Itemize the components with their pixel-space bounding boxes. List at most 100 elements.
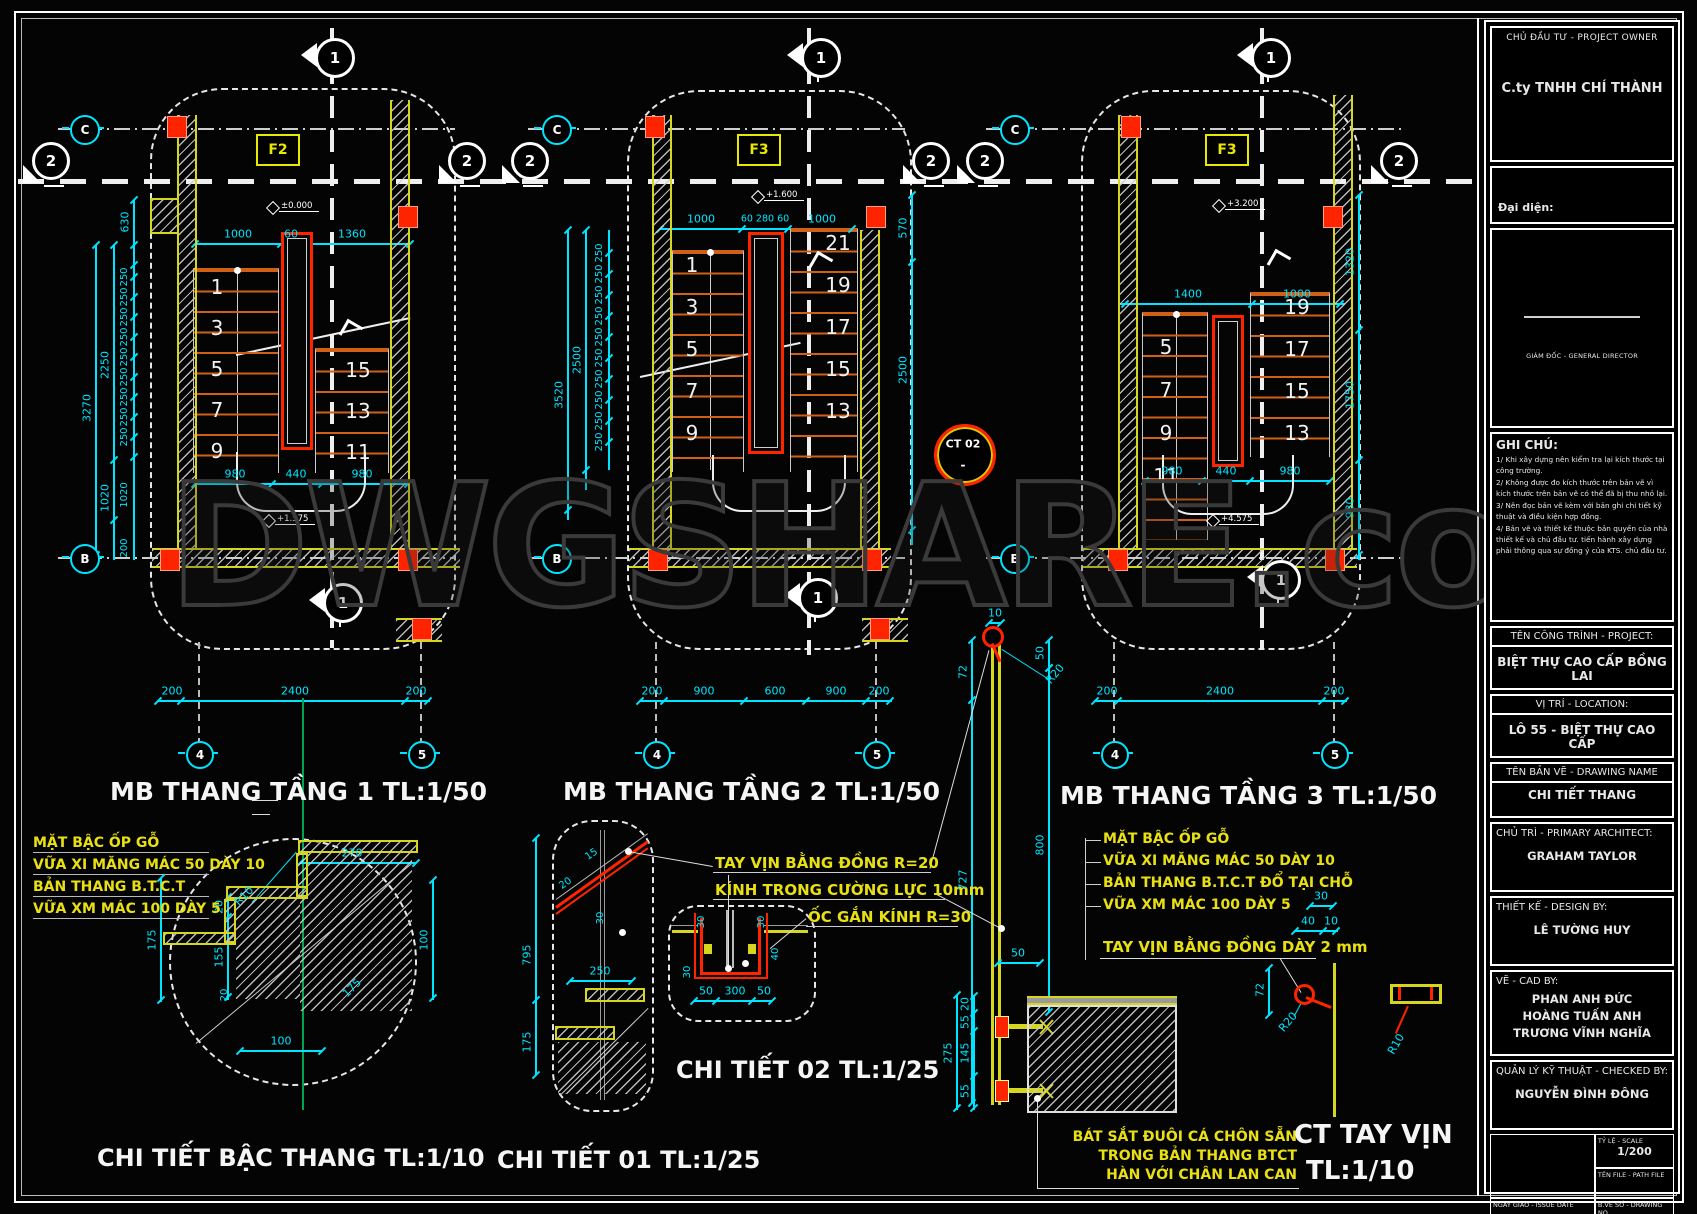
dim-tick bbox=[423, 696, 433, 706]
dim-label: 175 bbox=[520, 1031, 534, 1053]
leader-line bbox=[1085, 840, 1101, 842]
leader-line bbox=[1037, 1188, 1299, 1190]
detail-circle bbox=[169, 838, 417, 1086]
step-tread bbox=[226, 886, 308, 899]
section-marker-arrow bbox=[301, 43, 317, 67]
anchor-bolt bbox=[1007, 1024, 1043, 1029]
step-tread bbox=[585, 988, 645, 1002]
line bbox=[672, 925, 698, 927]
dim-line bbox=[1310, 905, 1334, 907]
dim-line bbox=[585, 230, 587, 490]
dim-line bbox=[113, 245, 115, 560]
column bbox=[398, 206, 418, 228]
plan-title: MB THANG TẦNG 2 TL:1/50 bbox=[563, 777, 941, 806]
cad-name: TRƯƠNG VĨNH NGHĨA bbox=[1513, 1026, 1651, 1040]
dim-line bbox=[195, 483, 410, 485]
elevation-label: ±0.000 bbox=[281, 201, 313, 211]
dim-line bbox=[95, 245, 97, 560]
dim-line bbox=[1145, 480, 1330, 482]
detail-title: TL:1/10 bbox=[1306, 1156, 1415, 1186]
dim-label: 3520 bbox=[552, 381, 566, 409]
dim-label: 1400 bbox=[1174, 287, 1202, 301]
column bbox=[398, 549, 418, 571]
dim-tick bbox=[411, 858, 421, 868]
dim-label: 2500 bbox=[896, 356, 910, 384]
section-marker-1: 1 bbox=[315, 38, 355, 78]
line bbox=[44, 185, 64, 187]
landing-outline bbox=[1162, 455, 1294, 515]
dim-label: 200 bbox=[405, 684, 427, 698]
dim-label: 795 bbox=[520, 944, 534, 966]
scale-cell: TỶ LỆ - SCALE 1/200 bbox=[1594, 1134, 1674, 1168]
dim-label: 250 bbox=[589, 964, 611, 978]
concrete-hatch bbox=[300, 853, 412, 1011]
dim-tick bbox=[1331, 926, 1341, 936]
column bbox=[862, 549, 882, 571]
callout-label: KÍNH TRONG CƯỜNG LỰC 10mm bbox=[715, 881, 985, 899]
leader-line bbox=[713, 899, 945, 901]
grid-bubble: C bbox=[542, 115, 572, 145]
dim-label: 2250 bbox=[98, 351, 112, 379]
dim-label: 20 bbox=[219, 988, 230, 1002]
line bbox=[400, 752, 407, 754]
note-line: VỮA XI MĂNG MÁC 50 DÀY 10 bbox=[1103, 853, 1335, 869]
dim-line bbox=[694, 1000, 772, 1002]
anchor-bolt bbox=[1007, 1088, 1043, 1093]
stair-well bbox=[1212, 315, 1244, 467]
wall bbox=[860, 230, 880, 548]
line bbox=[1225, 209, 1265, 210]
dim-label: 50 bbox=[699, 984, 713, 998]
leader-line bbox=[33, 918, 209, 919]
dim-label: 250 bbox=[594, 285, 605, 305]
director-label: GIÁM ĐỐC - GENERAL DIRECTOR bbox=[1526, 351, 1638, 360]
dim-label: 1020 bbox=[98, 484, 112, 512]
note-line: BẢN THANG B.T.C.T ĐỔ TẠI CHỖ bbox=[1103, 875, 1353, 891]
leader-line bbox=[33, 852, 209, 853]
glass-line bbox=[991, 645, 994, 1105]
column bbox=[1108, 549, 1128, 571]
note-line: VỮA XI MĂNG MÁC 50 DÀY 10 bbox=[33, 857, 265, 873]
dim-label: 440 bbox=[1215, 464, 1237, 478]
line bbox=[668, 752, 675, 754]
line bbox=[764, 930, 808, 933]
dim-tick bbox=[1340, 696, 1350, 706]
file-cell: TÊN FILE - PATH FILE bbox=[1594, 1168, 1674, 1198]
column bbox=[1325, 549, 1345, 571]
column bbox=[648, 549, 668, 571]
dim-line bbox=[535, 838, 537, 1075]
landing-outline bbox=[236, 452, 366, 512]
plan-title: MB THANG TẦNG 3 TL:1/50 bbox=[1060, 781, 1438, 810]
line bbox=[97, 556, 104, 558]
dim-line bbox=[567, 230, 569, 520]
section-marker-1: 1 bbox=[798, 578, 838, 618]
leader-line bbox=[1085, 906, 1101, 908]
dim-label: 100 bbox=[417, 929, 431, 951]
wall bbox=[1118, 115, 1138, 548]
dim-label: 200 bbox=[161, 684, 183, 698]
owner-box: CHỦ ĐẦU TƯ - PROJECT OWNER C.ty TNHH CHÍ… bbox=[1490, 26, 1674, 162]
line bbox=[1219, 524, 1259, 525]
owner-name: C.ty TNHH CHÍ THÀNH bbox=[1501, 81, 1663, 96]
dim-tick bbox=[156, 995, 166, 1005]
note-line: MẶT BẬC ỐP GỖ bbox=[33, 835, 160, 851]
dim-label: 50 bbox=[1033, 646, 1047, 660]
section-marker-1: 1 bbox=[1261, 560, 1301, 600]
dim-tick bbox=[1264, 1010, 1274, 1020]
step-tread bbox=[298, 840, 418, 853]
grid-bubble: C bbox=[70, 115, 100, 145]
leader-line bbox=[1085, 862, 1101, 864]
dim-label: 10 bbox=[1324, 914, 1338, 928]
dim-label: 980 bbox=[224, 467, 246, 481]
checker-name: NGUYỄN ĐÌNH ĐÔNG bbox=[1515, 1087, 1649, 1101]
unit-label: F2 bbox=[256, 134, 300, 166]
step-number: 5 bbox=[685, 337, 699, 361]
dim-line bbox=[971, 640, 973, 700]
leader-line bbox=[1085, 884, 1101, 886]
wall bbox=[629, 548, 891, 568]
step-number: 5 bbox=[210, 357, 224, 381]
dim-label: R10 bbox=[1384, 1031, 1408, 1057]
dim-label: 20 bbox=[958, 997, 972, 1011]
dim-label: 250 bbox=[119, 267, 130, 287]
line bbox=[992, 556, 999, 558]
section-line bbox=[420, 642, 422, 742]
